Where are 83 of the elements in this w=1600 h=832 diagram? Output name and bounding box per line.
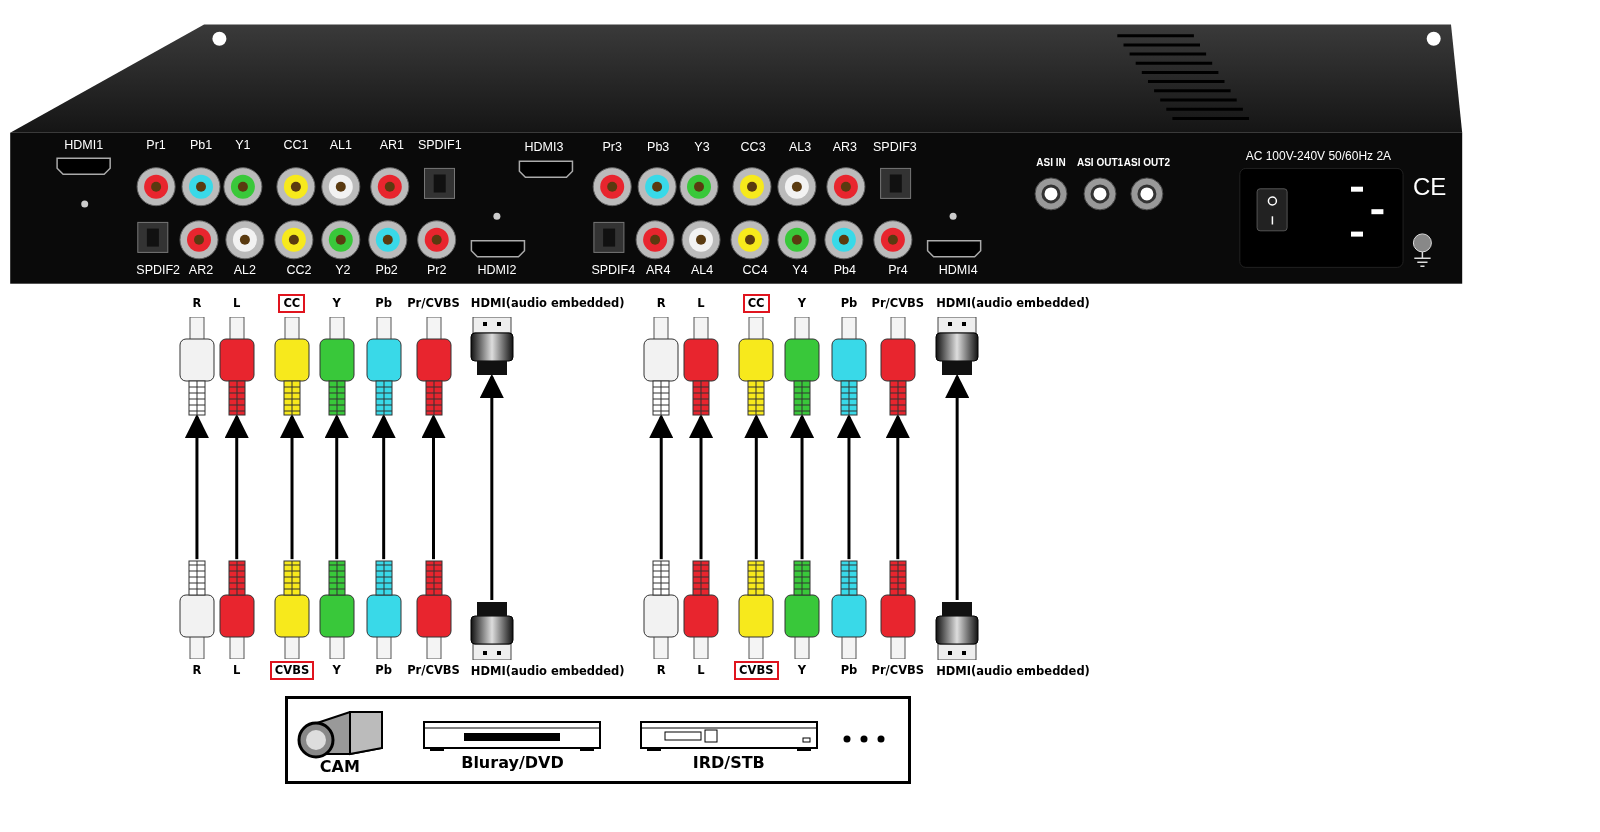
port-label: Pb4 <box>833 262 856 277</box>
plug-label: L <box>232 294 242 312</box>
port-label: HDMI4 <box>938 262 978 277</box>
port-label: SPDIF2 <box>136 262 181 277</box>
power-rating-label: AC 100V-240V 50/60Hz 2A <box>1245 148 1392 163</box>
plug-label: Y <box>796 294 808 312</box>
arrow <box>421 413 446 560</box>
plug-label: Pb <box>374 294 393 312</box>
plug-label: HDMI(audio embedded) <box>469 294 626 312</box>
port-label: AL1 <box>329 138 352 153</box>
plug-label: L <box>232 662 242 680</box>
port-label: AR4 <box>646 262 671 277</box>
arrow <box>790 413 815 560</box>
port-label: SPDIF4 <box>591 262 636 277</box>
plug-label: HDMI(audio embedded) <box>935 663 1091 680</box>
port-label: Pr1 <box>146 138 166 153</box>
port-label: Pb2 <box>375 262 398 277</box>
plug-label: Pr/CVBS <box>870 662 926 680</box>
arrow <box>324 413 349 560</box>
device-frame <box>284 695 912 784</box>
arrow <box>689 413 713 560</box>
certification-mark: CE <box>1412 173 1447 202</box>
plug-label: R <box>655 294 667 312</box>
arrow <box>945 373 970 600</box>
arrow <box>479 373 504 600</box>
port-label: Y4 <box>792 262 808 277</box>
plug-label: CVBS <box>734 661 779 681</box>
plug-label: L <box>696 294 706 312</box>
port-label: CC3 <box>740 140 766 155</box>
arrow <box>649 413 674 560</box>
port-label: Pr2 <box>426 262 447 277</box>
port-label: SPDIF1 <box>417 138 462 153</box>
plug-label: R <box>655 662 667 680</box>
plug-label: Y <box>331 662 342 680</box>
port-label: CC4 <box>742 262 768 277</box>
plug-label: Pb <box>839 662 859 680</box>
port-label: AL2 <box>233 262 256 277</box>
device-label: Bluray/DVD <box>461 754 564 773</box>
arrow <box>885 413 910 560</box>
plug-label: Pr/CVBS <box>870 294 926 312</box>
port-label: AL3 <box>788 140 812 155</box>
port-label: ASI OUT2 <box>1123 157 1170 169</box>
arrow <box>371 413 396 560</box>
port-label: AR2 <box>188 262 214 277</box>
port-label: Y3 <box>694 140 710 155</box>
port-label: Pb1 <box>189 138 213 153</box>
plug-label: HDMI(audio embedded) <box>469 663 626 680</box>
device-label: IRD/STB <box>692 754 765 773</box>
port-label: Pr3 <box>602 140 622 155</box>
port-label: Pb3 <box>647 140 670 155</box>
port-label: Y2 <box>335 262 351 277</box>
port-label: SPDIF3 <box>873 140 917 155</box>
arrow <box>744 413 769 560</box>
plug-label: R <box>191 662 203 680</box>
arrow <box>280 413 304 560</box>
arrow <box>836 413 861 560</box>
plug-label: Y <box>796 662 808 680</box>
port-label: Pr4 <box>888 262 908 277</box>
port-label: CC1 <box>283 138 309 153</box>
plug-label: Y <box>331 294 342 312</box>
plug-label: Pr/CVBS <box>406 662 461 680</box>
port-label: ASI OUT1 <box>1076 157 1124 169</box>
plug-label: CC <box>278 293 306 313</box>
port-label: AR1 <box>379 138 404 153</box>
port-label: CC2 <box>286 262 312 277</box>
plug-label: HDMI(audio embedded) <box>935 294 1091 312</box>
port-label: AR3 <box>832 140 858 155</box>
device-label: CAM <box>319 758 360 777</box>
plug-label: CVBS <box>269 661 315 681</box>
arrow <box>224 413 249 560</box>
plug-label: CC <box>742 293 770 313</box>
plug-label: Pb <box>839 294 859 312</box>
plug-label: Pb <box>374 662 393 680</box>
port-label: Y1 <box>235 138 251 153</box>
port-label: HDMI1 <box>64 138 104 153</box>
plug-label: R <box>191 294 203 312</box>
port-label: AL4 <box>690 262 714 277</box>
plug-label: Pr/CVBS <box>406 294 461 312</box>
port-label: HDMI3 <box>524 140 564 155</box>
port-label: HDMI2 <box>477 262 517 277</box>
port-label: ASI IN <box>1036 157 1066 169</box>
arrow <box>184 413 209 560</box>
plug-label: L <box>696 662 706 680</box>
